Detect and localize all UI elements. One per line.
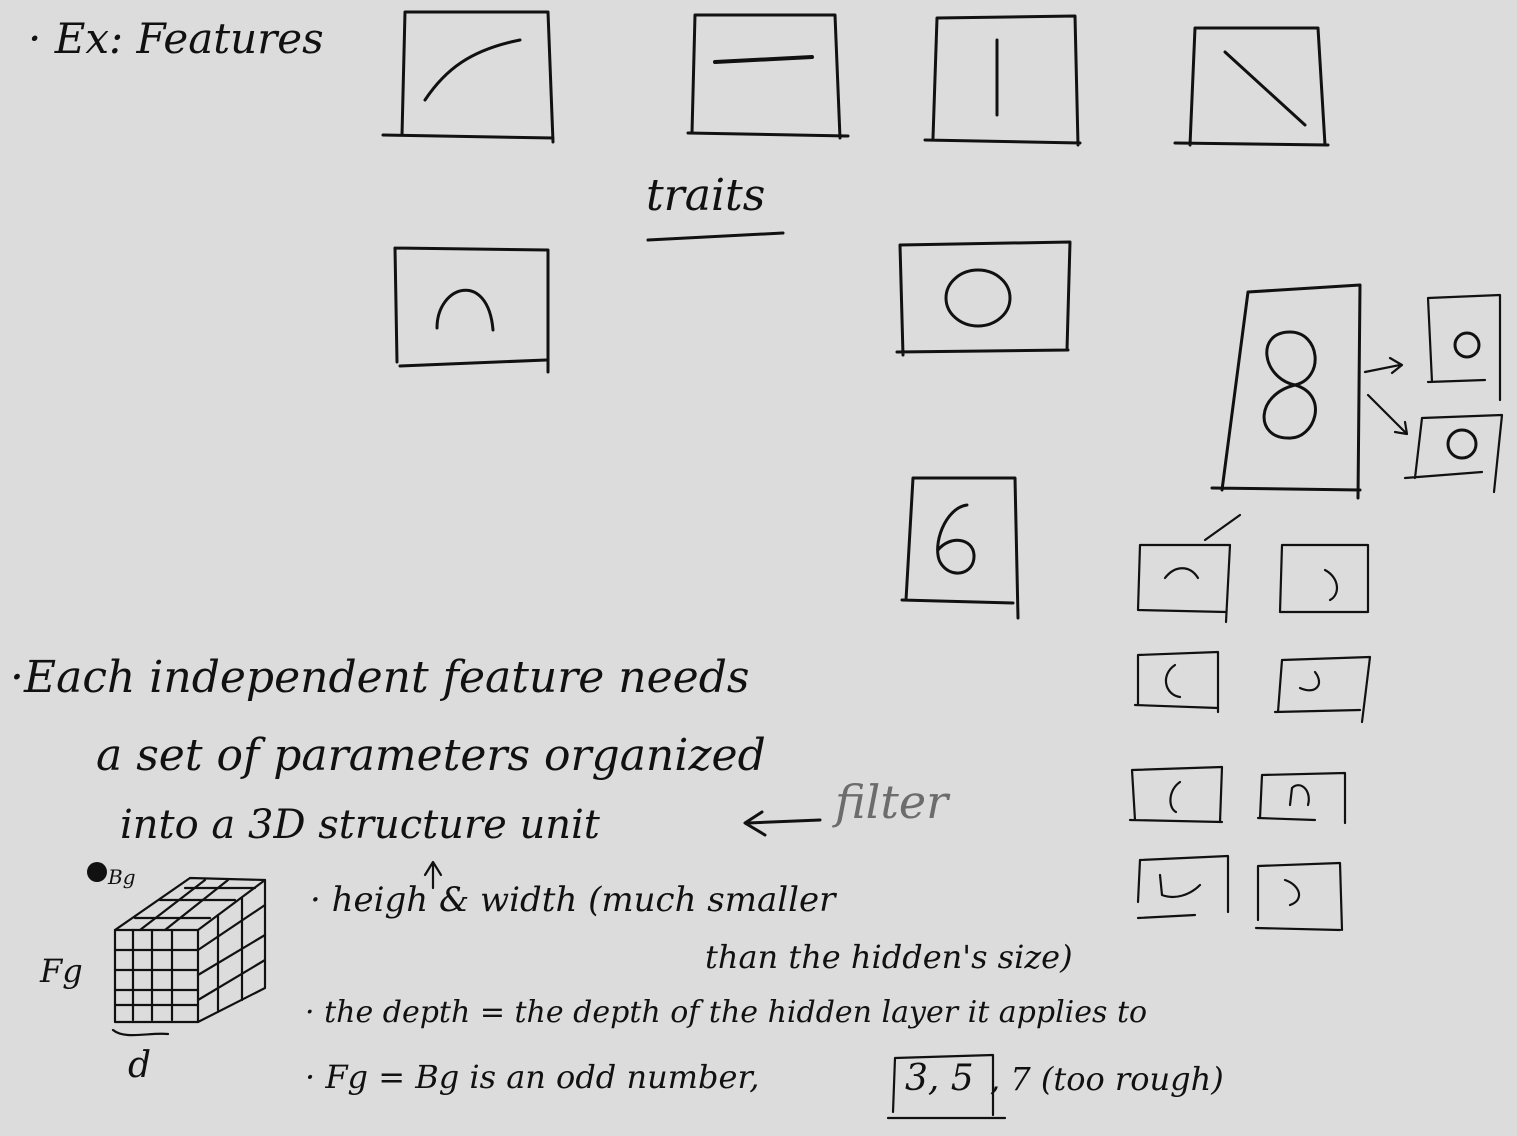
up-arrow xyxy=(423,860,443,890)
odd-values: 3, 5 xyxy=(905,1058,974,1099)
bullet-height-width: · heigh & width (much smaller xyxy=(310,880,836,920)
line-3d-structure: into a 3D structure unit xyxy=(120,802,600,848)
odd-rest: , 7 (too rough) xyxy=(990,1060,1224,1098)
partial-feature-grid xyxy=(1128,513,1372,932)
feature-box-horizontal xyxy=(686,13,850,140)
feature-box-curve xyxy=(381,10,555,144)
feature-box-arch xyxy=(393,246,550,374)
filter-label: filter xyxy=(835,775,949,829)
odd-values-box xyxy=(886,1053,1007,1120)
digit-six-box xyxy=(900,476,1020,620)
feature-box-circle xyxy=(895,240,1072,357)
bullet-height-width-cont: than the hidden's size) xyxy=(705,938,1073,976)
digit-eight-lower-loop-box xyxy=(1403,413,1504,494)
line-each-feature: ·Each independent feature needs xyxy=(10,652,750,703)
cube-top-label: Bg xyxy=(108,865,136,889)
bullet-depth: · the depth = the depth of the hidden la… xyxy=(305,995,1148,1030)
traits-label: traits xyxy=(646,170,766,221)
filter-cube-sketch xyxy=(87,862,267,1037)
bullet-odd: · Fg = Bg is an odd number, xyxy=(305,1058,760,1096)
cube-side-label: Fg xyxy=(40,952,83,990)
filter-arrow xyxy=(743,810,822,837)
feature-box-vertical xyxy=(923,14,1082,147)
digit-eight-box xyxy=(1210,283,1409,500)
feature-box-diagonal xyxy=(1173,26,1330,147)
traits-underline xyxy=(646,231,785,242)
cube-depth-label: d xyxy=(128,1045,152,1086)
digit-eight-upper-loop-box xyxy=(1426,293,1502,402)
title-note: · Ex: Features xyxy=(28,14,324,63)
line-parameters: a set of parameters organized xyxy=(96,730,766,781)
